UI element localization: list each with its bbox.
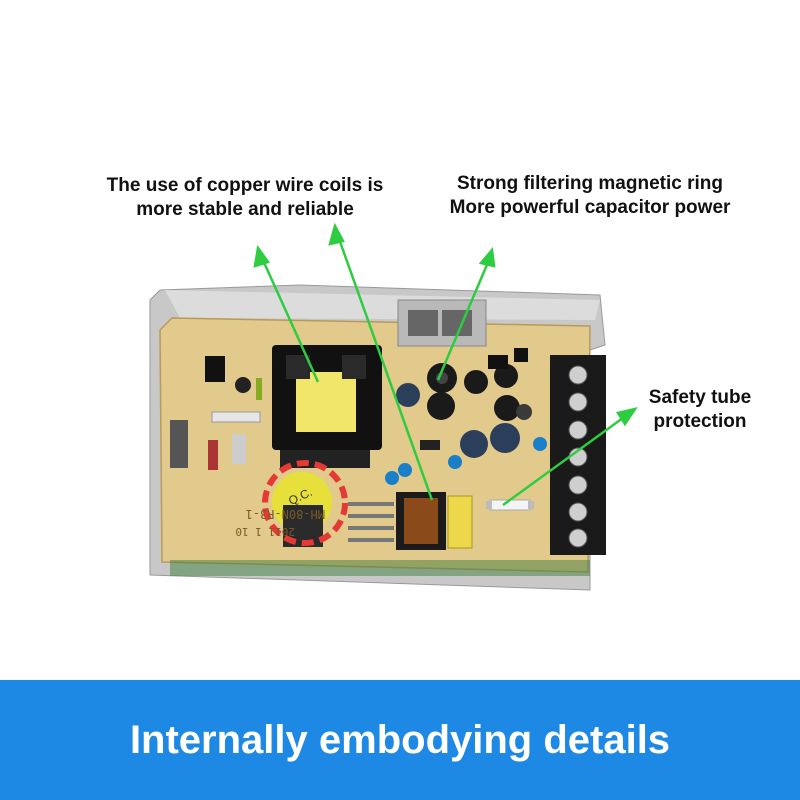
annotation-filtering-ring: Strong filtering magnetic ring More powe… [415, 172, 765, 220]
connector-pins [348, 502, 394, 542]
safety-fuse [486, 499, 534, 511]
annotation-arrows [253, 222, 638, 507]
x-capacitor [447, 495, 473, 549]
board-date-label: 2011 1 10 [235, 525, 295, 538]
annotation-tube-line1: Safety tube [648, 387, 752, 408]
small-components [170, 348, 547, 485]
qc-highlight-ring [262, 460, 348, 546]
heatsink-bracket [397, 299, 487, 347]
terminal-block [550, 355, 606, 555]
annotation-coil-line2: more stable and reliable [136, 199, 354, 220]
annotation-tube-line2: protection [653, 411, 747, 432]
annotation-coil-line1: The use of copper wire coils is [106, 175, 384, 196]
footer-banner: Internally embodying details [0, 680, 800, 800]
transformer [272, 345, 382, 468]
annotation-copper-coils: The use of copper wire coils is more sta… [80, 174, 410, 222]
power-supply-board-image: Q.C. MH-80N-R3-1 2011 1 10 [149, 222, 638, 591]
banner-text: Internally embodying details [129, 717, 671, 762]
annotation-safety-tube: Safety tube protection [625, 386, 775, 434]
annotation-filter-line1: Strong filtering magnetic ring [456, 173, 723, 194]
board-model-label: MH-80N-R3-1 [246, 507, 325, 521]
annotation-filter-line2: More powerful capacitor power [449, 197, 731, 218]
magnetic-ring-inductor [396, 492, 446, 550]
